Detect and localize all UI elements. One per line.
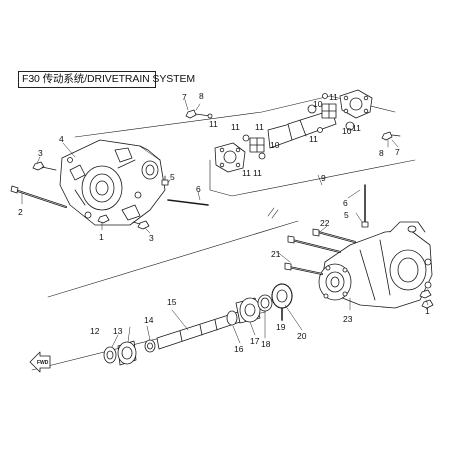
callout-6-rear: 6 xyxy=(343,198,348,208)
callout-17: 17 xyxy=(250,336,260,346)
callout-8-top: 8 xyxy=(199,91,204,101)
rear-differential-housing xyxy=(318,221,433,309)
callout-1-rear: 1 xyxy=(425,306,430,316)
breather-5-front xyxy=(161,175,169,186)
callout-5-rear: 5 xyxy=(344,210,349,220)
bolt-7-8-right xyxy=(381,131,401,141)
callout-12: 12 xyxy=(90,326,100,336)
callout-11-a: 11 xyxy=(209,119,218,129)
bolt-3-right xyxy=(132,220,150,230)
callout-7-right: 7 xyxy=(395,147,400,157)
callout-11-f: 11 xyxy=(329,92,338,102)
rear-breather-pipe xyxy=(361,184,369,228)
callout-23: 23 xyxy=(343,314,353,324)
callout-15: 15 xyxy=(167,297,177,307)
callout-1-front: 1 xyxy=(99,232,104,242)
long-bolt-2 xyxy=(10,185,67,208)
fwd-arrow-label: FWD xyxy=(37,360,49,366)
callout-11-e: 11 xyxy=(253,168,262,178)
long-bolts-21-22 xyxy=(284,228,356,275)
callout-7-top: 7 xyxy=(182,92,187,102)
callout-22: 22 xyxy=(320,218,330,228)
callout-11-d: 11 xyxy=(242,168,251,178)
callout-numbers: 4 3 2 1 3 5 6 7 8 11 11 11 10 11 11 11 1… xyxy=(18,91,430,354)
callout-11-g: 11 xyxy=(309,134,318,144)
callout-10-b: 10 xyxy=(313,99,323,109)
callout-3-right: 3 xyxy=(149,233,154,243)
axle-components xyxy=(103,283,293,366)
shaft-6-front xyxy=(167,199,209,206)
callout-14: 14 xyxy=(144,315,154,325)
callout-13: 13 xyxy=(113,326,123,336)
callout-3-top: 3 xyxy=(38,148,43,158)
bolt-1-front xyxy=(97,214,110,224)
callout-9: 9 xyxy=(321,173,326,183)
callout-11-h: 11 xyxy=(352,123,361,133)
callout-16: 16 xyxy=(234,344,244,354)
bolt-7-8-top xyxy=(185,109,213,119)
propeller-shaft-assembly xyxy=(214,89,373,173)
callout-11-c: 11 xyxy=(255,122,264,132)
callout-8-right: 8 xyxy=(379,148,384,158)
callout-6-front: 6 xyxy=(196,184,201,194)
callout-5-front: 5 xyxy=(170,172,175,182)
diagram-title: F30 传动系统/DRIVETRAIN SYSTEM xyxy=(22,73,196,85)
callout-2: 2 xyxy=(18,207,23,217)
callout-20: 20 xyxy=(297,331,307,341)
leader-lines xyxy=(21,99,429,348)
fwd-arrow xyxy=(29,351,51,373)
callout-18: 18 xyxy=(261,339,271,349)
callout-19: 19 xyxy=(276,322,286,332)
callout-10-a: 10 xyxy=(270,140,280,150)
callout-4: 4 xyxy=(59,134,64,144)
bolt-3-top xyxy=(32,161,57,171)
callout-21: 21 xyxy=(271,249,281,259)
front-differential-housing xyxy=(59,139,166,226)
callout-10-c: 10 xyxy=(342,126,352,136)
title-box: F30 传动系统/DRIVETRAIN SYSTEM xyxy=(18,71,195,88)
callout-11-b: 11 xyxy=(231,122,240,132)
